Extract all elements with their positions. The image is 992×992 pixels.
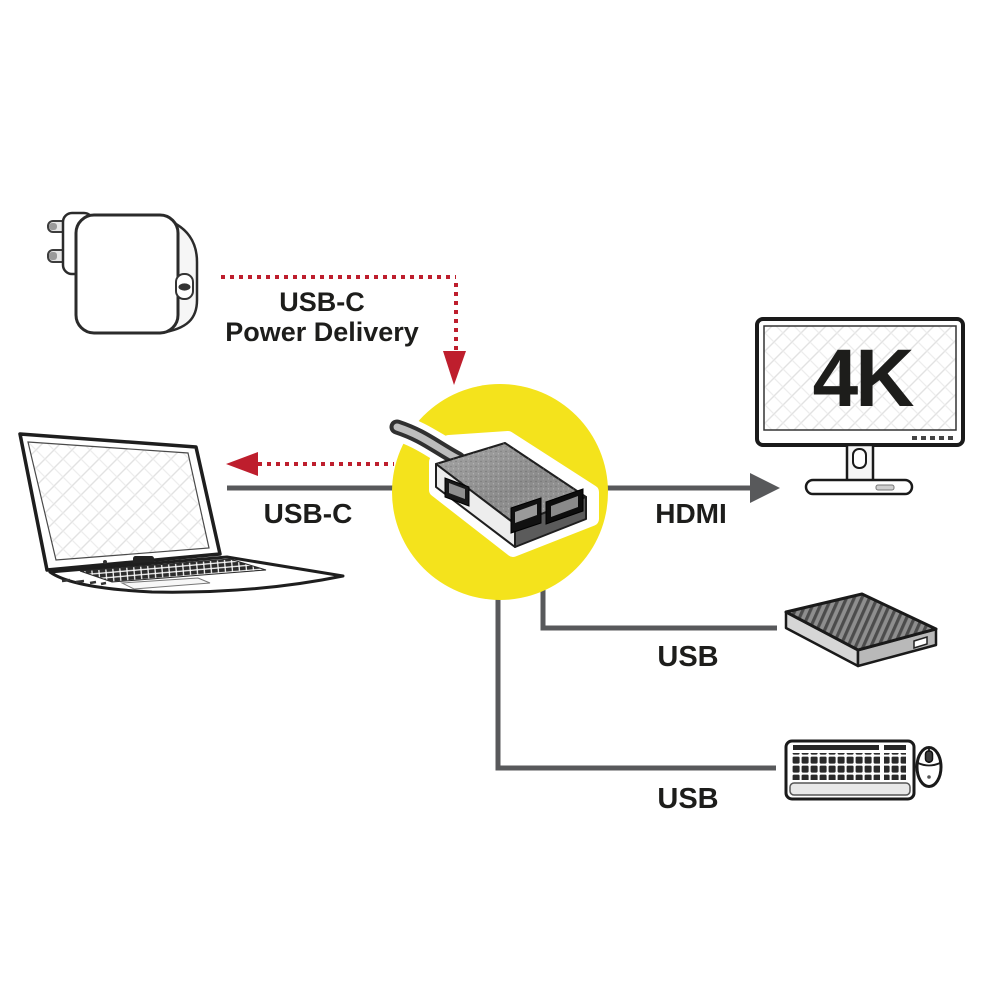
monitor-illustration bbox=[755, 317, 965, 496]
laptop-hinge-notch bbox=[133, 556, 154, 564]
power-delivery-label-line2: Power Delivery bbox=[225, 317, 419, 347]
hub-usb-a-port-front-icon bbox=[510, 497, 542, 534]
usb-c-port-icon bbox=[175, 273, 194, 300]
red-arrowhead-down-icon bbox=[443, 351, 466, 385]
usb-keyboard-label: USB bbox=[657, 783, 719, 815]
mouse-illustration bbox=[915, 746, 943, 788]
adapter-body bbox=[74, 213, 180, 335]
monitor-stand-base bbox=[804, 478, 914, 496]
laptop-side-ports bbox=[61, 578, 107, 586]
laptop-trackpad bbox=[120, 577, 211, 590]
keyboard-palm-rest bbox=[789, 782, 911, 796]
laptop-keyboard bbox=[79, 558, 267, 583]
hub-usb-a-port-side-icon bbox=[444, 477, 470, 507]
red-arrowhead-left-icon bbox=[226, 452, 258, 476]
hdmi-connection-monitor bbox=[602, 473, 780, 503]
gray-arrowhead-right-icon bbox=[750, 473, 780, 503]
drive-usb-port-icon bbox=[913, 635, 928, 650]
hub-hdmi-port-icon bbox=[545, 488, 584, 525]
usb-drive-label: USB bbox=[657, 641, 719, 673]
laptop-screen bbox=[27, 441, 210, 561]
monitor-stand-slot bbox=[852, 448, 867, 469]
power-delivery-label: USB-C Power Delivery bbox=[225, 287, 419, 347]
monitor-4k-badge: 4K bbox=[812, 332, 915, 424]
usb-c-connection-laptop bbox=[226, 452, 398, 491]
laptop-camera-dot bbox=[103, 560, 107, 564]
power-delivery-connection bbox=[221, 275, 466, 385]
monitor-base-detail bbox=[875, 484, 895, 491]
usb-connection-keyboard bbox=[495, 555, 776, 771]
keyboard-illustration bbox=[784, 739, 916, 801]
hdmi-label: HDMI bbox=[655, 498, 727, 529]
usb-c-label: USB-C bbox=[263, 498, 353, 529]
mouse-scroll-wheel-icon bbox=[924, 750, 934, 763]
mouse-body bbox=[915, 746, 943, 788]
keyboard-main-keys bbox=[792, 753, 880, 780]
drive-top-face bbox=[784, 592, 938, 652]
laptop-illustration bbox=[18, 432, 345, 594]
power-delivery-label-line1: USB-C bbox=[279, 287, 365, 317]
keyboard-function-row bbox=[793, 745, 879, 750]
usb-c-hub-illustration bbox=[383, 413, 599, 557]
monitor-screen bbox=[763, 325, 957, 431]
external-drive-illustration bbox=[784, 592, 938, 668]
monitor-buttons bbox=[912, 436, 953, 440]
keyboard-numpad bbox=[884, 753, 906, 780]
power-adapter-illustration bbox=[47, 211, 199, 335]
